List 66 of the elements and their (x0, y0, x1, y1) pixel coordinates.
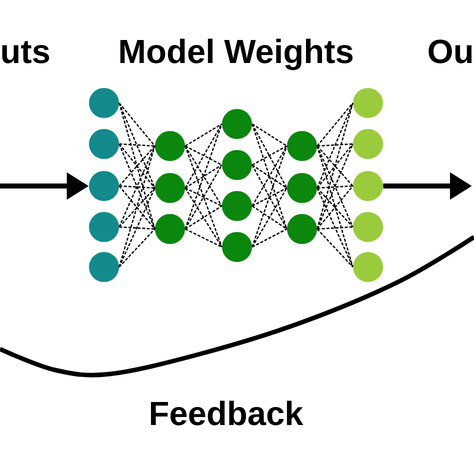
neuron-circle (222, 150, 252, 180)
column-heading: uts (2, 41, 50, 64)
connection-line (316, 188, 354, 268)
connection-line (252, 146, 288, 206)
connection-line (317, 143, 353, 147)
connection-line (118, 146, 156, 268)
connection-line (252, 205, 288, 230)
connection-line (119, 226, 155, 230)
column-heading: Model Weights (120, 38, 353, 70)
connection-line (184, 124, 222, 188)
connection-line (252, 123, 288, 147)
connection-line (252, 124, 288, 188)
connection-line (252, 164, 288, 189)
neuron-circle (353, 171, 383, 201)
neuron-circle (155, 173, 185, 203)
neuron-circle (222, 232, 252, 262)
neuron-circle (89, 171, 119, 201)
connection-line (184, 205, 222, 230)
connection-line (184, 228, 222, 248)
neuron-circle (287, 131, 317, 161)
connection-line (184, 164, 222, 189)
neuron-circle (89, 212, 119, 242)
neuron-circle (89, 129, 119, 159)
connection-line (252, 164, 288, 230)
neuron-circle (353, 88, 383, 118)
connection-line (317, 226, 353, 230)
neuron-circle (155, 131, 185, 161)
neuron-circle (353, 129, 383, 159)
connection-line (184, 164, 222, 230)
connection-line (184, 123, 222, 147)
connection-line (119, 185, 155, 189)
connection-line (252, 188, 288, 248)
connection-line (184, 187, 222, 207)
neuron-circle (287, 173, 317, 203)
connection-line (252, 124, 288, 230)
connection-line (118, 228, 156, 268)
connection-line (118, 102, 156, 188)
connection-line (317, 185, 353, 189)
neuron-circle (89, 88, 119, 118)
curve-label: Feedback (150, 400, 304, 426)
neuron-circle (222, 109, 252, 139)
neuron-circle (222, 191, 252, 221)
connection-line (316, 102, 354, 230)
connection-line (184, 145, 222, 166)
connection-line (316, 102, 354, 188)
neuron-circle (353, 212, 383, 242)
connection-line (118, 188, 156, 268)
connection-line (119, 143, 155, 147)
connection-line (252, 146, 288, 248)
connection-line (118, 102, 156, 146)
connection-line (316, 102, 354, 146)
neuron-circle (287, 214, 317, 244)
connection-line (184, 124, 222, 230)
neuron-circle (353, 252, 383, 282)
connection-line (252, 145, 288, 166)
neuron-circle (155, 214, 185, 244)
column-heading: Ou (428, 40, 472, 64)
connection-line (184, 188, 222, 248)
neuron-circle (89, 252, 119, 282)
connection-line (184, 146, 222, 248)
connection-line (184, 146, 222, 206)
connection-line (316, 146, 354, 268)
connection-line (316, 228, 354, 268)
connection-line (118, 102, 156, 230)
connection-line (252, 228, 288, 248)
connection-line (252, 187, 288, 207)
